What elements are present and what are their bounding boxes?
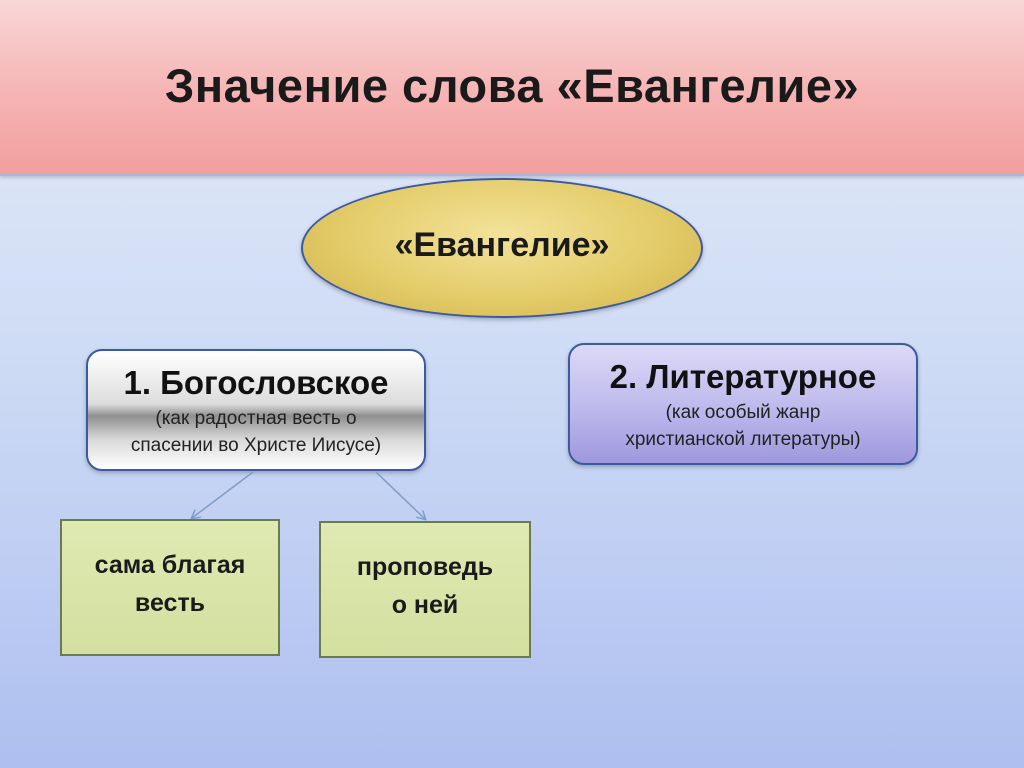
central-node-label: «Евангелие» xyxy=(394,225,610,264)
arrow-to-preaching xyxy=(375,471,425,519)
literary-meaning-description: (как особый жанр христианской литературы… xyxy=(625,402,861,450)
title-band xyxy=(0,0,1024,176)
central-ellipse-node: «Евангелие» xyxy=(301,178,703,318)
theological-meaning-box: 1. Богословское (как радостная весть о с… xyxy=(86,349,426,471)
theological-meaning-description: (как радостная весть о спасении во Христ… xyxy=(130,408,382,456)
page-title: Значение слова «Евангелие» xyxy=(164,59,860,112)
theological-meaning-title: 1. Богословское xyxy=(123,364,389,401)
literary-meaning-title: 2. Литературное xyxy=(609,358,877,395)
preaching-label: проповедь о ней xyxy=(356,552,494,619)
good-news-box: сама благая весть xyxy=(60,519,280,656)
arrow-to-good-news xyxy=(192,471,254,518)
literary-meaning-box: 2. Литературное (как особый жанр христиа… xyxy=(568,343,918,465)
good-news-label: сама благая весть xyxy=(94,550,246,617)
preaching-box: проповедь о ней xyxy=(319,521,531,658)
